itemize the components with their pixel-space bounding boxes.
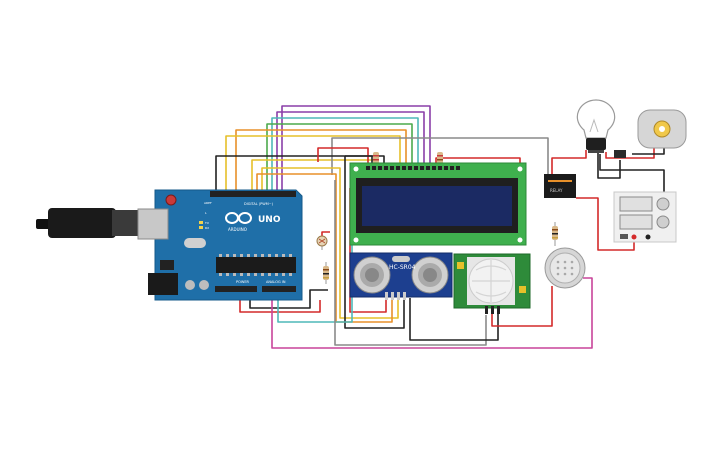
lcd-hole-2 [517,166,523,172]
board-logo-text: ARDUINO [228,227,247,232]
voltage-knob[interactable] [656,197,670,211]
relay-body [544,174,576,198]
analog-header-label: ANALOG IN [266,280,286,284]
chip-pins [219,254,292,276]
wire-red-supply[interactable] [576,197,635,251]
ultrasonic-label: HC-SR04 [389,264,416,271]
wire-red-lamp-motor[interactable] [605,146,655,159]
bulb-base [586,138,606,150]
wire-red-pir[interactable] [491,286,553,327]
dc-motor[interactable] [637,109,687,149]
wire-gray-bottom[interactable] [334,180,487,346]
wire-purple-2[interactable] [276,111,425,190]
wire-teal-top[interactable] [271,117,419,190]
lcd-hole-1 [353,166,359,172]
tx-label: TX [204,221,209,225]
terminal-negative[interactable] [645,234,651,240]
light-bulb[interactable] [576,99,616,153]
power-jack [148,273,178,295]
led-tx [199,221,203,224]
resistor-lcd-right[interactable] [437,152,443,164]
aref-label: AREF [204,201,212,205]
pir-pot-1 [457,262,464,269]
usb-cable-collar [112,210,140,236]
pir-sensor[interactable] [453,253,531,314]
power-header [215,286,257,292]
l-label: L [205,211,207,215]
wire-black-motor[interactable] [632,146,665,155]
wire-black-relay[interactable] [597,152,621,179]
relay-label: RELAY [550,188,563,193]
wire-red-5v[interactable] [239,292,321,313]
lcd-hole-3 [353,237,359,243]
bulb-glass-icon [576,99,616,139]
board-brand: UNO [258,215,281,225]
reset-button[interactable] [165,194,177,206]
arduino-logo-icon [225,212,252,224]
ultrasonic-crystal [392,256,410,262]
pir-pot-2 [519,286,526,293]
lcd-16x2[interactable] [349,162,527,246]
resistor-gas[interactable] [552,222,558,246]
regulator [160,260,174,270]
wire-red-us[interactable] [349,188,387,313]
wire-yellow-echo[interactable] [261,167,399,319]
atmega-chip [216,257,296,273]
power-display-1 [619,196,653,212]
rx-label: RX [205,226,209,230]
arduino-uno-board[interactable]: UNO ARDUINO DIGITAL (PWM~) POWER ANALOG … [36,189,303,301]
terminal-positive[interactable] [631,234,637,240]
pir-pins [485,306,500,314]
wire-black-us[interactable] [344,156,405,329]
crystal [184,238,206,248]
power-display-2 [619,214,653,230]
wire-red-relay[interactable] [551,150,587,178]
gas-sensor[interactable] [544,247,586,289]
lcd-screen [362,186,512,226]
analog-header [262,286,296,292]
wire-black-left[interactable] [215,155,373,190]
current-knob[interactable] [656,215,670,229]
ultrasonic-pins [385,292,406,300]
usb-cable [48,208,116,238]
power-switch[interactable] [620,234,628,239]
digital-header-label: DIGITAL (PWM~) [244,202,274,206]
wire-teal-analog[interactable] [277,182,353,323]
digital-header [210,191,296,197]
power-supply[interactable] [613,191,677,243]
wire-orange-trig[interactable] [256,173,393,323]
capacitor-2 [199,280,209,290]
photoresistor[interactable] [316,235,328,250]
gas-sensor-mesh [556,260,574,276]
lcd-hole-4 [517,237,523,243]
toggle-switch[interactable] [614,150,626,158]
led-rx [199,226,203,229]
wire-red-lcd[interactable] [317,147,369,168]
relay[interactable]: RELAY [544,174,576,198]
wire-black-pir[interactable] [409,298,499,341]
wire-magenta[interactable] [271,277,593,349]
lcd-pin-row [366,166,460,170]
usb-connector [137,208,169,240]
wire-orange-top[interactable] [235,129,407,190]
resistor-ldr[interactable] [323,262,329,284]
usb-cable-plug [36,219,50,229]
capacitor-1 [185,280,195,290]
wire-yellow-top[interactable] [225,135,401,190]
wire-green-top[interactable] [266,123,413,190]
power-header-label: POWER [236,280,250,284]
wire-black-gnd-bottom[interactable] [249,289,328,309]
resistor-lcd-left[interactable] [373,152,379,164]
wire-purple-top[interactable] [281,105,431,190]
ultrasonic-sensor[interactable]: HC-SR04 [349,252,453,300]
